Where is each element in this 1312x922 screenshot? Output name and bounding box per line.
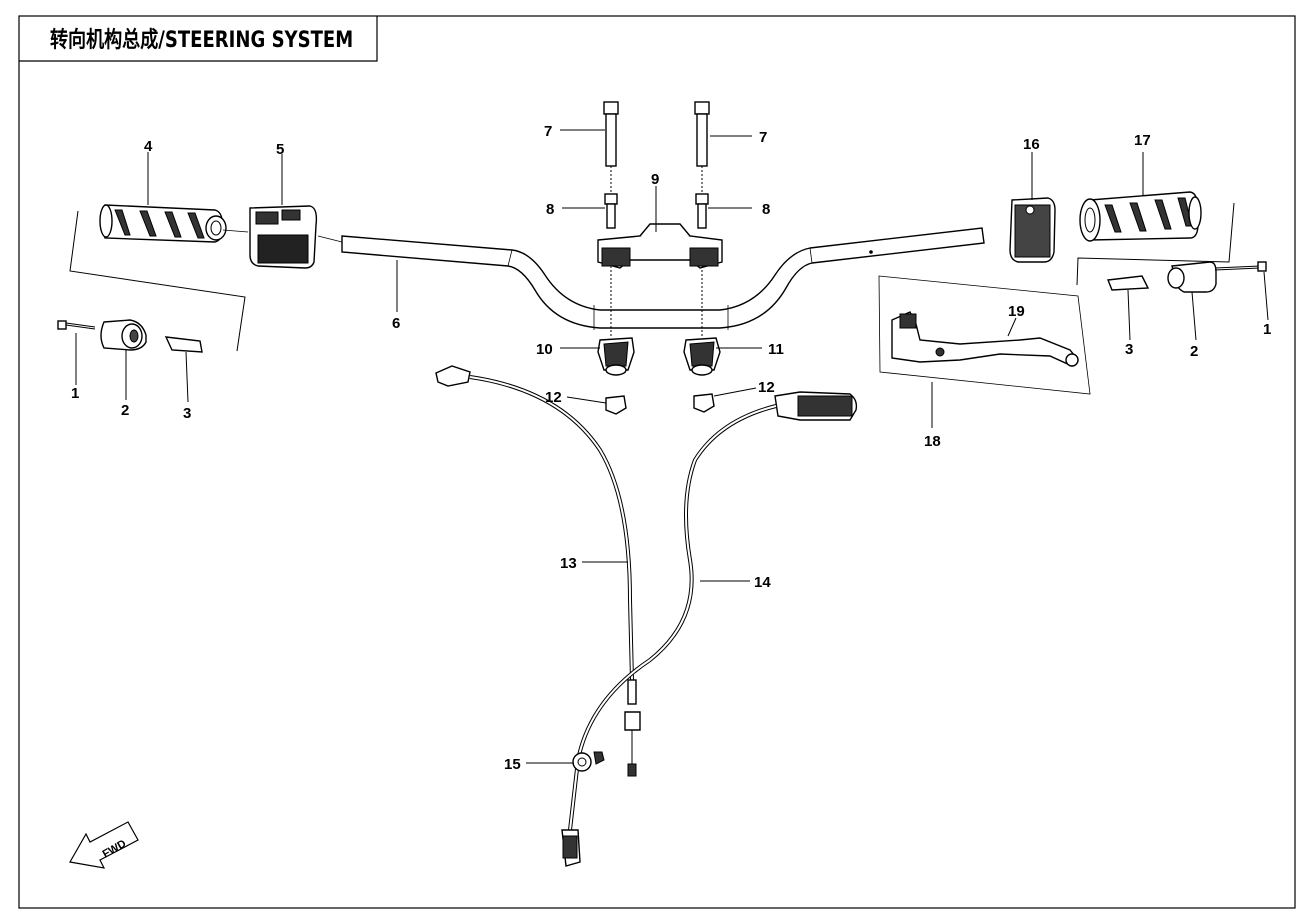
- callout-labels: 4 5 6 7 7 8 8 9 10 11 12 12 13 14 15 16 …: [71, 123, 1271, 773]
- left-grip: [99, 204, 227, 243]
- callout-10: 10: [536, 341, 553, 358]
- callout-11: 11: [768, 341, 784, 358]
- diagram-frame: [18, 15, 1296, 909]
- right-grip: [1079, 191, 1202, 242]
- callout-9: 9: [651, 171, 659, 188]
- callout-12-right: 12: [758, 379, 775, 396]
- cable-14: [561, 391, 858, 867]
- page-title: 转向机构总成/STEERING SYSTEM: [50, 28, 354, 53]
- callout-12-left: 12: [545, 389, 562, 406]
- callout-13: 13: [560, 555, 577, 572]
- right-bar-end-parts: [1076, 202, 1267, 293]
- forward-direction-arrow: FWD: [69, 821, 139, 869]
- title-box-border: [19, 16, 378, 62]
- callout-3-right: 3: [1125, 341, 1133, 358]
- callout-16: 16: [1023, 136, 1040, 153]
- callout-2-right: 2: [1190, 343, 1198, 360]
- cable-clip-15: [572, 751, 605, 772]
- handlebar-clamp-assembly: [597, 101, 723, 415]
- callout-14: 14: [754, 574, 771, 591]
- callout-7-left: 7: [544, 123, 552, 140]
- left-switch-housing: [249, 205, 318, 269]
- callout-1-left: 1: [71, 385, 79, 402]
- callout-19: 19: [1008, 303, 1025, 320]
- right-switch-housing: [1009, 197, 1056, 263]
- callout-4: 4: [144, 138, 153, 155]
- handlebar: [341, 227, 985, 330]
- left-bar-end-parts: [57, 210, 343, 353]
- callout-2-left: 2: [121, 402, 129, 419]
- callout-15: 15: [504, 756, 521, 773]
- callout-5: 5: [276, 141, 284, 158]
- brake-lever-assembly: [878, 275, 1091, 395]
- callout-17: 17: [1134, 132, 1151, 149]
- callout-8-right: 8: [762, 201, 770, 218]
- callout-1-right: 1: [1263, 321, 1271, 338]
- callout-8-left: 8: [546, 201, 554, 218]
- leader-lines: [75, 129, 1269, 764]
- callout-7-right: 7: [759, 129, 767, 146]
- callout-18: 18: [924, 433, 941, 450]
- callout-3-left: 3: [183, 405, 191, 422]
- cable-13: [435, 365, 641, 777]
- callout-6: 6: [392, 315, 400, 332]
